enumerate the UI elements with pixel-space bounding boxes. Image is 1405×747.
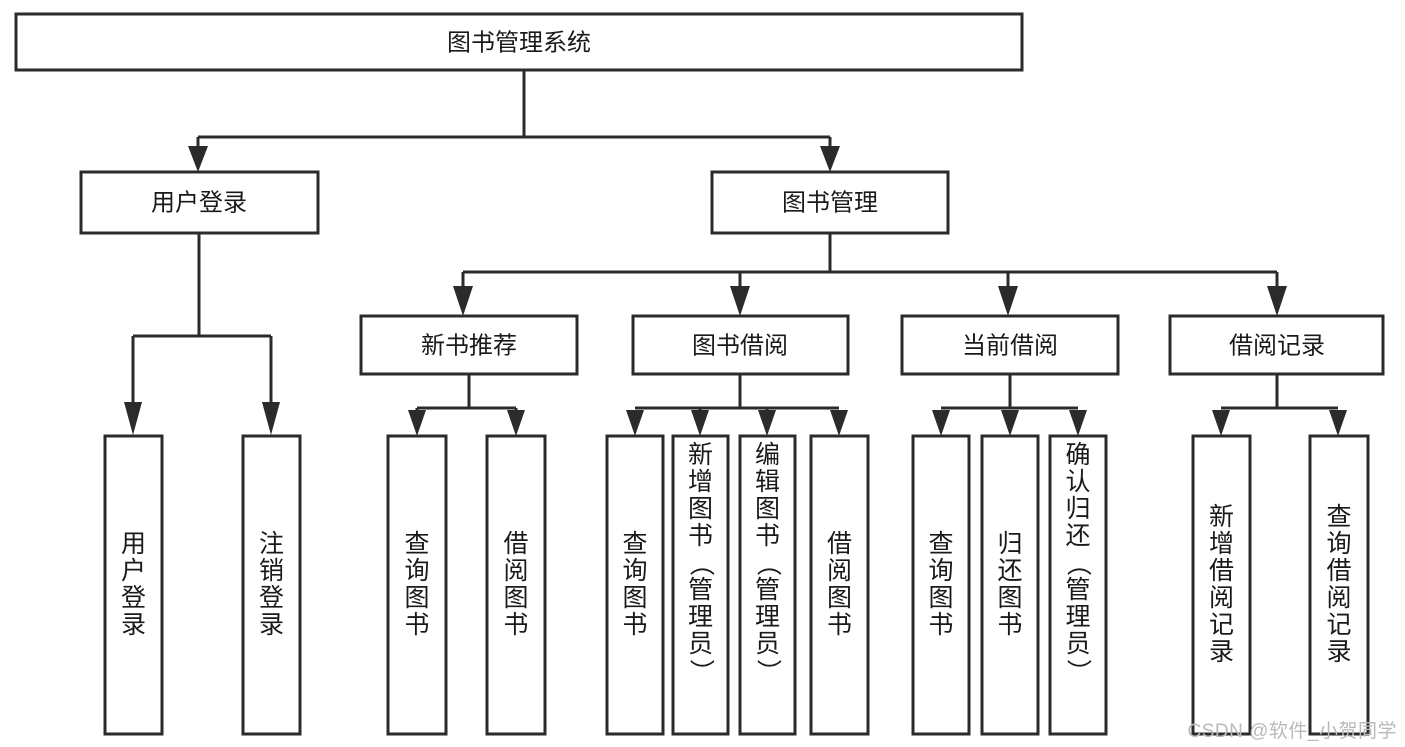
- arrow-head-user-login: [188, 146, 208, 172]
- node-borrow-record-box[interactable]: [1168, 314, 1385, 376]
- arrow-head-leaf-user-login: [124, 402, 142, 435]
- arrow-head-cb-leaf-1: [932, 410, 950, 436]
- node-current-borrow-box[interactable]: [900, 314, 1120, 376]
- node-current-borrow[interactable]: 当前借阅: [900, 314, 1120, 376]
- node-book-manage[interactable]: 图书管理: [710, 170, 950, 235]
- leaf-box-br-add-record[interactable]: [1191, 434, 1252, 736]
- arrow-head-borrow-record: [1267, 286, 1287, 316]
- arrow-head-nbr-leaf-1: [408, 410, 426, 436]
- arrow-head-nbr-leaf-2: [507, 410, 525, 436]
- node-borrow-record[interactable]: 借阅记录: [1168, 314, 1385, 376]
- node-root-label: 图书管理系统: [447, 30, 591, 57]
- leaf-box-nbr-borrow-book[interactable]: [485, 434, 547, 736]
- node-current-borrow-label: 当前借阅: [962, 333, 1058, 360]
- arrow-head-bb-leaf-1: [626, 410, 644, 436]
- leaf-box-logout[interactable]: [241, 434, 302, 736]
- arrow-head-bb-leaf-3: [758, 410, 776, 436]
- node-new-book-recommend[interactable]: 新书推荐: [359, 314, 579, 376]
- node-new-book-recommend-box[interactable]: [359, 314, 579, 376]
- node-book-manage-box[interactable]: [710, 170, 950, 235]
- leaf-box-bb-add-book[interactable]: [671, 434, 730, 736]
- leaf-box-bb-borrow-book[interactable]: [809, 434, 870, 736]
- node-book-manage-label: 图书管理: [782, 190, 878, 217]
- node-borrow-record-label: 借阅记录: [1229, 333, 1325, 360]
- arrow-head-bb-leaf-2: [691, 410, 709, 436]
- arrow-head-br-leaf-2: [1329, 410, 1347, 436]
- leaf-box-cb-query-book[interactable]: [911, 434, 971, 736]
- node-user-login[interactable]: 用户登录: [79, 170, 320, 235]
- leaf-box-cb-confirm-return[interactable]: [1048, 434, 1108, 736]
- leaf-box-br-query-record[interactable]: [1308, 434, 1370, 736]
- node-book-borrow[interactable]: 图书借阅: [631, 314, 850, 376]
- leaf-box-cb-return-book[interactable]: [980, 434, 1040, 736]
- arrow-head-leaf-logout: [262, 402, 280, 435]
- node-root[interactable]: 图书管理系统: [14, 12, 1024, 72]
- arrow-head-br-leaf-1: [1212, 410, 1230, 436]
- leaf-box-user-login[interactable]: [103, 434, 164, 736]
- arrow-head-cb-leaf-3: [1069, 410, 1087, 436]
- arrow-head-cb-leaf-2: [1001, 410, 1019, 436]
- arrow-head-book-borrow: [730, 286, 750, 316]
- leaf-box-nbr-query-book[interactable]: [386, 434, 448, 736]
- arrow-head-bb-leaf-4: [830, 410, 848, 436]
- leaf-box-bb-edit-book[interactable]: [738, 434, 797, 736]
- node-book-borrow-label: 图书借阅: [692, 333, 788, 360]
- node-book-borrow-box[interactable]: [631, 314, 850, 376]
- arrow-head-current-borrow: [998, 286, 1018, 316]
- arrow-head-book-manage: [820, 146, 840, 172]
- node-root-box[interactable]: [14, 12, 1024, 72]
- leaf-box-bb-query-book[interactable]: [605, 434, 665, 736]
- node-new-book-recommend-label: 新书推荐: [421, 333, 517, 360]
- arrow-head-new-book-recommend: [453, 286, 473, 316]
- node-user-login-label: 用户登录: [151, 190, 247, 217]
